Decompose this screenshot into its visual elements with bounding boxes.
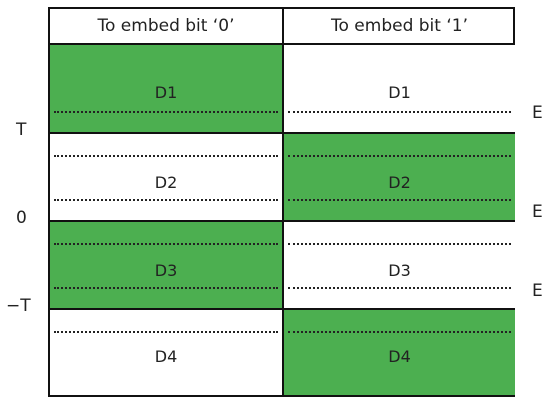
cell-d2-bit1: D2 (284, 133, 515, 221)
cell-label: D2 (154, 173, 178, 192)
dotted-threshold-line (54, 111, 278, 113)
cell-label: D3 (388, 261, 411, 280)
dotted-threshold-line (288, 287, 511, 289)
dotted-threshold-line (54, 199, 278, 201)
dotted-threshold-line (54, 331, 278, 333)
right-label-e2: E (532, 202, 543, 222)
column-divider (282, 9, 284, 395)
y-label-neg-t: −T (6, 296, 31, 316)
cell-label: D3 (154, 261, 178, 280)
dotted-threshold-line (288, 111, 511, 113)
cell-label: D1 (388, 83, 411, 102)
y-label-zero: 0 (16, 208, 27, 228)
cell-d4-bit1: D4 (284, 309, 515, 395)
cell-d1-bit1: D1 (284, 45, 515, 133)
cell-d1-bit0: D1 (50, 45, 282, 133)
header-embed-bit-0: To embed bit ‘0’ (50, 9, 284, 43)
cell-label: D2 (388, 173, 411, 192)
cell-label: D1 (154, 83, 178, 102)
dotted-threshold-line (288, 331, 511, 333)
table-header: To embed bit ‘0’ To embed bit ‘1’ (50, 9, 513, 45)
dotted-threshold-line (288, 243, 511, 245)
cell-label: D4 (388, 347, 411, 366)
cell-d4-bit0: D4 (50, 309, 282, 395)
dotted-threshold-line (54, 155, 278, 157)
dotted-threshold-line (54, 287, 278, 289)
dotted-threshold-line (288, 199, 511, 201)
y-label-t: T (16, 120, 27, 140)
cell-d3-bit0: D3 (50, 221, 282, 309)
cell-d3-bit1: D3 (284, 221, 515, 309)
right-label-e3: E (532, 281, 543, 301)
dotted-threshold-line (288, 155, 511, 157)
right-label-e1: E (532, 103, 543, 123)
cell-label: D4 (154, 347, 178, 366)
embedding-table: To embed bit ‘0’ To embed bit ‘1’ D1 D1 … (48, 7, 515, 397)
cell-d2-bit0: D2 (50, 133, 282, 221)
dotted-threshold-line (54, 243, 278, 245)
header-embed-bit-1: To embed bit ‘1’ (331, 16, 468, 36)
